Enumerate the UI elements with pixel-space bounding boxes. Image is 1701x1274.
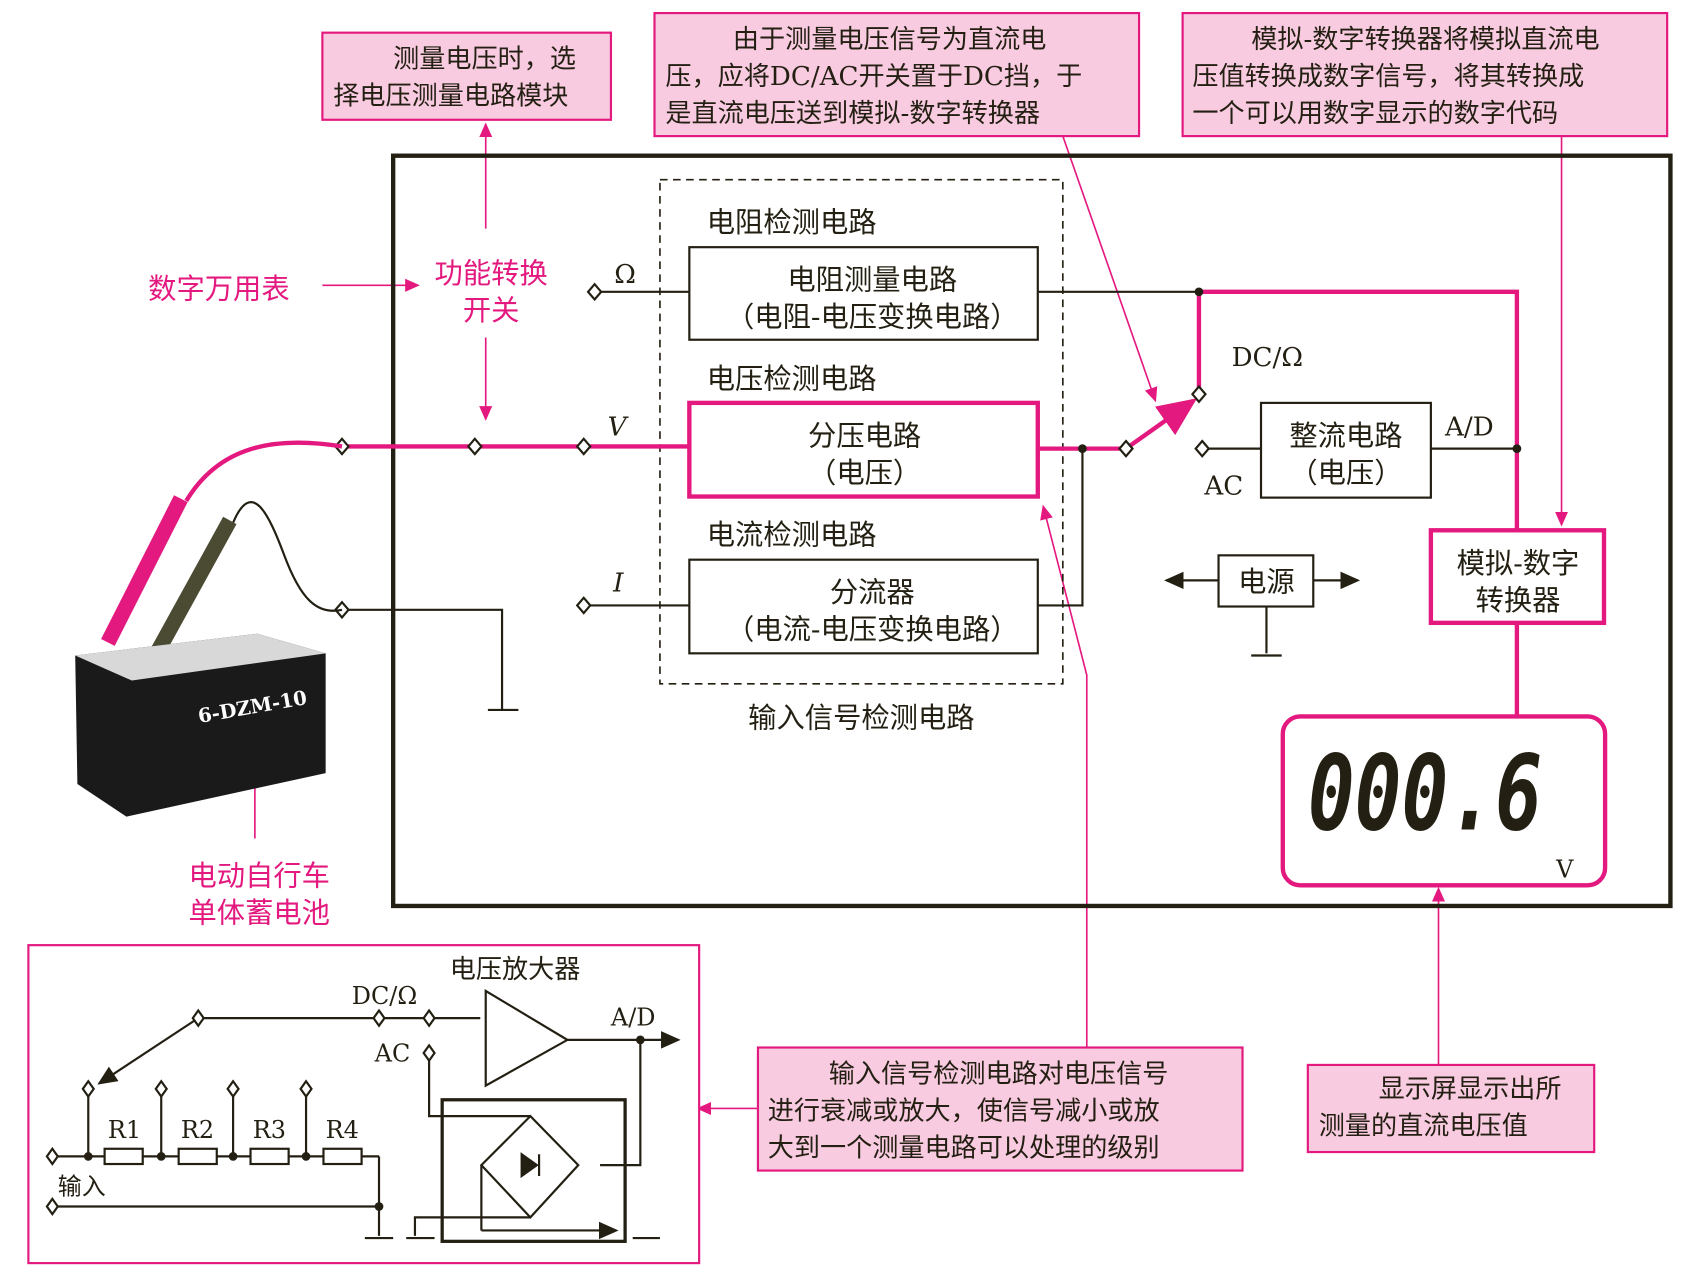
current-block-title: 电流检测电路 bbox=[707, 518, 877, 551]
i-terminal-label: I bbox=[612, 568, 624, 598]
svg-text:（电压）: （电压） bbox=[808, 456, 921, 489]
dc-omega-label: DC/Ω bbox=[1232, 343, 1303, 373]
omega-terminal-label: Ω bbox=[614, 260, 636, 290]
callout-input-detect: 输入信号检测电路对电压信号 进行衰减或放大，使信号减小或放 大到一个测量电路可以… bbox=[756, 1046, 1244, 1172]
resistor-r3: R3 bbox=[253, 1116, 286, 1144]
multimeter-body bbox=[390, 153, 1673, 909]
svg-text:测量电压时，选: 测量电压时，选 bbox=[393, 45, 576, 75]
inset-ac-label: AC bbox=[374, 1040, 411, 1068]
inset-input-label: 输入 bbox=[58, 1173, 106, 1201]
resistance-block: 电阻检测电路 电阻测量电路 （电阻-电压变换电路） bbox=[688, 206, 1039, 341]
svg-text:测量的直流电压值: 测量的直流电压值 bbox=[1319, 1112, 1528, 1142]
inset-dc-omega-label: DC/Ω bbox=[352, 982, 417, 1010]
resistor-r2: R2 bbox=[181, 1116, 214, 1144]
svg-text:压值转换成数字信号，将其转换成: 压值转换成数字信号，将其转换成 bbox=[1192, 62, 1584, 92]
svg-text:分压电路: 分压电路 bbox=[808, 419, 921, 452]
display-value: 000.6 bbox=[1308, 733, 1542, 855]
resistance-block-title: 电阻检测电路 bbox=[707, 206, 877, 239]
resistor-r4: R4 bbox=[326, 1116, 359, 1144]
battery-image: 6-DZM-10 bbox=[75, 440, 343, 817]
adc-block: 模拟-数字 转换器 bbox=[1428, 528, 1607, 626]
amplifier-label: 电压放大器 bbox=[450, 955, 581, 985]
input-detect-label: 输入信号检测电路 bbox=[748, 701, 974, 734]
svg-text:择电压测量电路模块: 择电压测量电路模块 bbox=[333, 82, 568, 112]
svg-text:电阻测量电路: 电阻测量电路 bbox=[787, 264, 957, 297]
input-detect-boundary bbox=[659, 178, 1064, 685]
ac-label: AC bbox=[1203, 471, 1243, 501]
svg-text:压，应将DC/AC开关置于DC挡，于: 压，应将DC/AC开关置于DC挡，于 bbox=[665, 62, 1082, 92]
function-switch-label-line2: 开关 bbox=[463, 294, 520, 327]
function-switch-label: 功能转换 bbox=[435, 257, 548, 290]
callout-dc-switch: 由于测量电压信号为直流电 压，应将DC/AC开关置于DC挡，于 是直流电压送到模… bbox=[653, 11, 1141, 138]
current-block: 电流检测电路 分流器 （电流-电压变换电路） bbox=[688, 518, 1039, 655]
callout-display: 显示屏显示出所 测量的直流电压值 bbox=[1306, 1063, 1596, 1154]
terminals bbox=[334, 282, 1211, 620]
inset-ad-label: A/D bbox=[610, 1004, 656, 1032]
svg-text:模拟-数字: 模拟-数字 bbox=[1457, 547, 1580, 580]
battery-label-line2: 单体蓄电池 bbox=[188, 896, 330, 929]
voltage-block: 电压检测电路 分压电路 （电压） bbox=[687, 363, 1040, 499]
display-unit: V bbox=[1555, 856, 1574, 884]
svg-text:是直流电压送到模拟-数字转换器: 是直流电压送到模拟-数字转换器 bbox=[665, 99, 1040, 129]
inset-amplifier-circuit: 电压放大器 DC/Ω AC A/D 输入 bbox=[27, 944, 701, 1265]
callout-function-switch: 测量电压时，选 择电压测量电路模块 bbox=[321, 31, 613, 121]
svg-text:（电阻-电压变换电路）: （电阻-电压变换电路） bbox=[726, 301, 1019, 334]
svg-text:分流器: 分流器 bbox=[830, 576, 915, 609]
ad-label: A/D bbox=[1444, 413, 1494, 443]
svg-text:输入信号检测电路对电压信号: 输入信号检测电路对电压信号 bbox=[829, 1059, 1169, 1089]
rectifier-block: 整流电路 （电压） bbox=[1259, 401, 1432, 499]
svg-text:整流电路: 整流电路 bbox=[1289, 419, 1402, 452]
svg-text:模拟-数字转换器将模拟直流电: 模拟-数字转换器将模拟直流电 bbox=[1251, 25, 1599, 55]
resistor-r1: R1 bbox=[108, 1116, 141, 1144]
svg-text:（电流-电压变换电路）: （电流-电压变换电路） bbox=[726, 613, 1019, 646]
svg-text:转换器: 转换器 bbox=[1476, 584, 1561, 617]
svg-text:由于测量电压信号为直流电: 由于测量电压信号为直流电 bbox=[733, 25, 1047, 55]
svg-text:大到一个测量电路可以处理的级别: 大到一个测量电路可以处理的级别 bbox=[768, 1133, 1160, 1163]
multimeter-label: 数字万用表 bbox=[148, 272, 289, 305]
voltage-block-title: 电压检测电路 bbox=[707, 363, 877, 396]
svg-text:电源: 电源 bbox=[1238, 565, 1295, 598]
svg-text:（电压）: （电压） bbox=[1289, 456, 1402, 489]
svg-text:显示屏显示出所: 显示屏显示出所 bbox=[1379, 1075, 1562, 1105]
svg-text:一个可以用数字显示的数字代码: 一个可以用数字显示的数字代码 bbox=[1192, 99, 1558, 129]
svg-text:进行衰减或放大，使信号减小或放: 进行衰减或放大，使信号减小或放 bbox=[768, 1096, 1160, 1126]
callout-adc: 模拟-数字转换器将模拟直流电 压值转换成数字信号，将其转换成 一个可以用数字显示… bbox=[1181, 11, 1669, 138]
v-terminal-label: V bbox=[608, 413, 630, 443]
display-screen: 000.6 V bbox=[1280, 714, 1608, 888]
battery-label: 电动自行车 bbox=[188, 859, 330, 892]
power-block: 电源 bbox=[1217, 554, 1315, 608]
wires bbox=[341, 287, 1522, 717]
